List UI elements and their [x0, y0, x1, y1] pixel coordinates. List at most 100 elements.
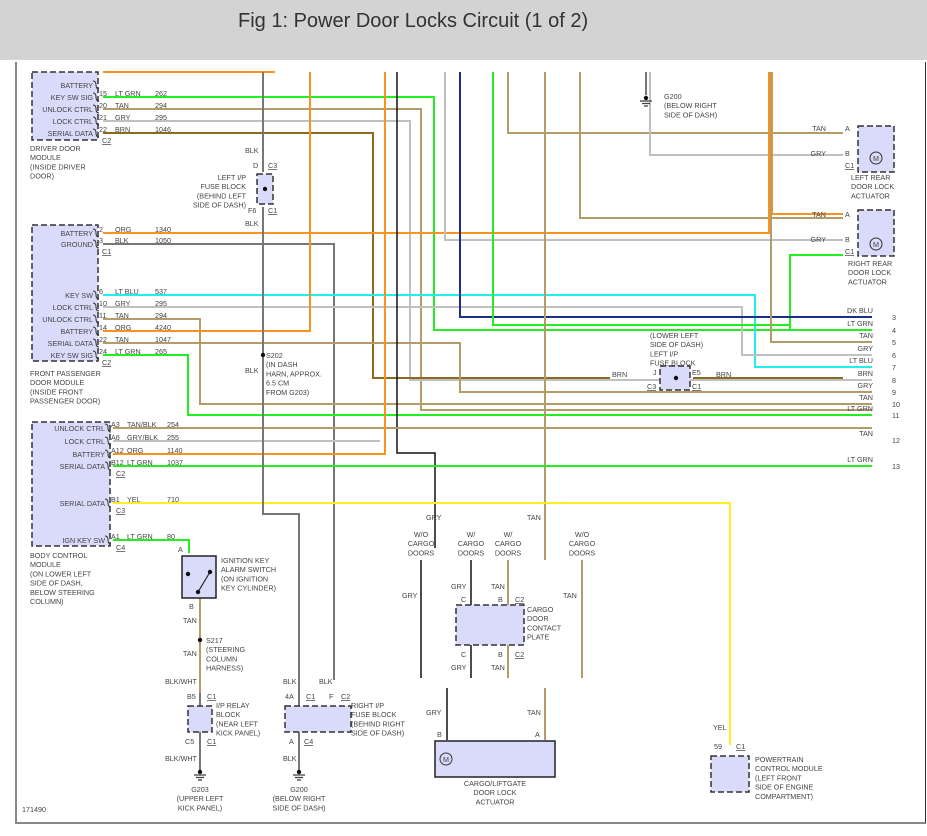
wire-blk-vertical	[396, 72, 436, 520]
s217-name: (STEERING	[206, 645, 246, 654]
bcm-c3-pin-color: YEL	[127, 495, 141, 504]
driver-door-pin-color: BRN	[115, 125, 130, 134]
ik-name: KEY CYLINDER)	[221, 584, 276, 593]
cp-name: PLATE	[527, 633, 549, 642]
rb-top-conn: C1	[207, 692, 216, 701]
left-rear-actuator	[857, 125, 895, 173]
bcm-c2-pin-connector-bracket	[104, 436, 112, 446]
pcm-conn: C1	[736, 742, 745, 751]
bcm-c2-pin-pin: A12	[111, 446, 124, 455]
wires-layer	[103, 71, 872, 770]
bcm-c4-pin-label: IGN KEY SW	[62, 536, 105, 545]
rb-top-pin: B5	[187, 692, 196, 701]
s202-wire: BLK	[245, 366, 259, 375]
bcm-c4-pin-color: LT GRN	[127, 532, 153, 541]
act-pin-right: A	[535, 730, 540, 739]
cargo-option: CARGO	[408, 539, 435, 548]
body-control-module	[31, 421, 111, 547]
driver-door-pin-label: KEY SW SIG	[51, 93, 94, 102]
rf-conn-right: C2	[341, 692, 350, 701]
rb-name: (NEAR LEFT	[216, 719, 259, 728]
g200-bottom-name: G200	[290, 785, 308, 794]
fp-c1-pin-pin: 2	[99, 225, 103, 234]
driver-door-pin-pin: 20	[99, 101, 107, 110]
pcm-name: POWERTRAIN	[755, 755, 804, 764]
cp-name: CARGO	[527, 605, 554, 614]
driver-door-pin-label: UNLOCK CTRL	[42, 105, 93, 114]
driver-door-connector: C2	[102, 136, 111, 145]
driver-door-pin-circuit: 294	[155, 101, 167, 110]
right-edge-wire-color: TAN	[859, 331, 873, 340]
bcm-c2-pin-circuit: 1140	[167, 446, 182, 455]
g200-bottom-name: SIDE OF DASH)	[272, 803, 325, 812]
right-edge-wire-number: 5	[892, 338, 896, 347]
wire-dkblu-3	[459, 72, 872, 318]
fp-c2-pin-label: SERIAL DATA	[48, 339, 94, 348]
fp-c1-pin-color: ORG	[115, 225, 132, 234]
lf-top-name: SIDE OF DASH)	[193, 201, 246, 210]
bcm-c4-connector: C4	[116, 543, 125, 552]
rf-name: FUSE BLOCK	[351, 710, 397, 719]
diagram-frame	[15, 62, 926, 824]
lr-name: DOOR LOCK	[851, 182, 894, 191]
cp-conn-bottom: C2	[515, 650, 524, 659]
driver-door-pin-label: LOCK CTRL	[53, 117, 93, 126]
rf-wire-right: BLK	[319, 677, 333, 686]
lf-top-name: LEFT I/P	[218, 173, 246, 182]
lf-top-name: FUSE BLOCK	[200, 182, 246, 191]
cargo-option: DOORS	[569, 548, 596, 557]
wire-right-rear-a	[579, 72, 843, 219]
fp-c1-pin-label: BATTERY	[61, 229, 94, 238]
driver-door-name: (INSIDE DRIVER	[30, 162, 86, 171]
rf-pin-left: 4A	[285, 692, 294, 701]
driver-door-name: DOOR)	[30, 172, 54, 181]
cargo-option: W/O	[575, 530, 590, 539]
g203-name: (UPPER LEFT	[177, 794, 224, 803]
driver-door-pin-circuit: 262	[155, 89, 167, 98]
bcm-c2-pin-circuit: 255	[167, 433, 179, 442]
fp-c2-pin-circuit: 265	[155, 347, 167, 356]
bcm-c2-pin-pin: A3	[111, 420, 120, 429]
cargo-option: CARGO	[569, 539, 596, 548]
motor-icon	[869, 237, 883, 251]
fp-c2-pin-circuit: 294	[155, 311, 167, 320]
bcm-name: BODY CONTROL	[30, 551, 87, 560]
fp-c2-pin-color: GRY	[115, 299, 131, 308]
g200-bottom-name: (BELOW RIGHT	[273, 794, 326, 803]
switch-blade-icon	[197, 571, 211, 593]
rr-b-pin: B	[845, 235, 850, 244]
lfm-right-pin: E5	[692, 368, 701, 377]
wire-orange-riser	[771, 72, 843, 215]
cargo-tan-bottom: TAN	[491, 663, 505, 672]
act-name: DOOR LOCK	[473, 788, 516, 797]
driver-door-pin-label: BATTERY	[61, 81, 94, 90]
wire-left-rear-a	[507, 72, 843, 134]
lfm-right-conn: C1	[692, 382, 701, 391]
fuse-splice-dot	[262, 186, 268, 192]
driver-door-pin-label: SERIAL DATA	[48, 129, 94, 138]
bcm-c2-connector: C2	[116, 469, 125, 478]
s217-name: COLUMN	[206, 654, 237, 663]
figure-header: Fig 1: Power Door Locks Circuit (1 of 2)	[0, 0, 927, 60]
lr-conn: C1	[845, 161, 854, 170]
right-edge-wire-number: 7	[892, 363, 896, 372]
bcm-c2-pin-label: BATTERY	[73, 450, 106, 459]
s202-name: 6.5 CM	[266, 379, 289, 388]
lr-a-pin: A	[845, 124, 850, 133]
fp-c1-pin-label: GROUND	[61, 240, 93, 249]
act-name: ACTUATOR	[476, 797, 515, 806]
right-edge-wire-number: 3	[892, 313, 896, 322]
g203-name: KICK PANEL)	[178, 803, 222, 812]
fp-c2-pin-circuit: 295	[155, 299, 167, 308]
wire-bcm-serial-yel	[113, 502, 731, 745]
bcm-c2-pin-label: LOCK CTRL	[65, 437, 105, 446]
lfm-name: (LOWER LEFT	[650, 331, 699, 340]
rr-conn: C1	[845, 247, 854, 256]
ip-relay-block	[187, 705, 213, 733]
rr-b-color: GRY	[811, 235, 827, 244]
bcm-name: SIDE OF DASH,	[30, 579, 83, 588]
ik-pin-top: A	[178, 545, 183, 554]
cargo-gry-bottom: GRY	[451, 663, 467, 672]
pcm-name: COMPARTMENT)	[755, 792, 813, 801]
lr-name: LEFT REAR	[851, 173, 890, 182]
